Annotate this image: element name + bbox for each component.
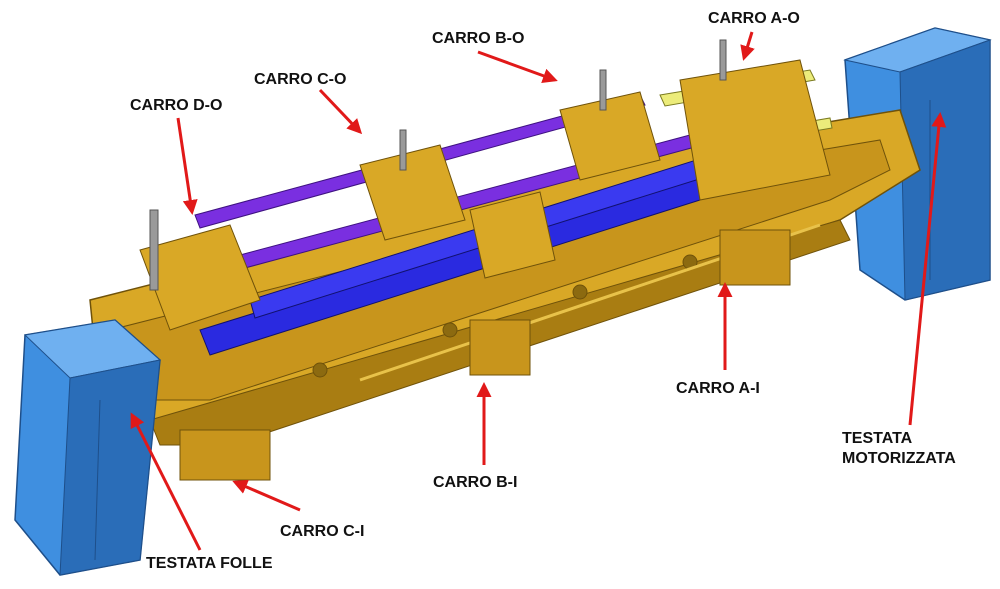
arrow-testata-motorizzata xyxy=(908,112,947,426)
label-carro-a-o: CARRO A-O xyxy=(708,10,800,27)
label-testata-motorizzata-line1: TESTATA xyxy=(842,430,913,447)
arrow-testata-folle xyxy=(130,412,202,551)
testata-folle-head xyxy=(14,319,162,576)
label-carro-b-i: CARRO B-I xyxy=(433,474,517,491)
carriage-blocks xyxy=(139,39,831,481)
label-carro-b-o: CARRO B-O xyxy=(432,30,524,47)
label-carro-c-i: CARRO C-I xyxy=(280,523,364,540)
arrow-carro-c-i xyxy=(232,479,301,512)
label-carro-a-i: CARRO A-I xyxy=(676,380,760,397)
arrow-carro-a-o xyxy=(740,31,755,61)
arrow-carro-c-o xyxy=(318,88,363,135)
arrow-carro-b-o xyxy=(477,50,558,83)
label-carro-d-o: CARRO D-O xyxy=(130,97,222,114)
annotation-arrows xyxy=(130,31,947,551)
arrow-carro-d-o xyxy=(176,117,198,215)
label-testata-folle: TESTATA FOLLE xyxy=(146,555,273,572)
label-carro-c-o: CARRO C-O xyxy=(254,71,346,88)
labels: CARRO A-O CARRO B-O CARRO C-O CARRO D-O … xyxy=(130,10,956,572)
label-testata-motorizzata-line2: MOTORIZZATA xyxy=(842,450,956,467)
